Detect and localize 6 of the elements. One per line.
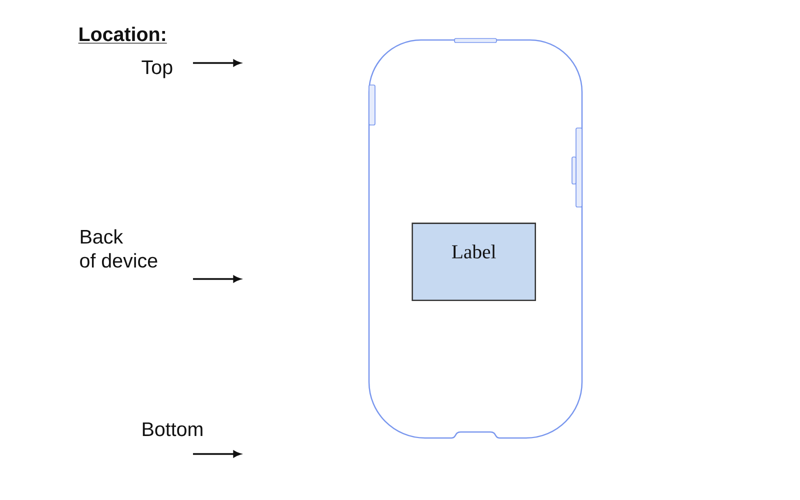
phone-outline bbox=[368, 38, 583, 439]
label-text: Bottom bbox=[142, 422, 202, 436]
heading: Location: bbox=[78, 26, 168, 44]
label-text: Top bbox=[142, 60, 172, 78]
label-text: Back of device bbox=[80, 229, 158, 268]
label-box: Label bbox=[412, 222, 536, 301]
